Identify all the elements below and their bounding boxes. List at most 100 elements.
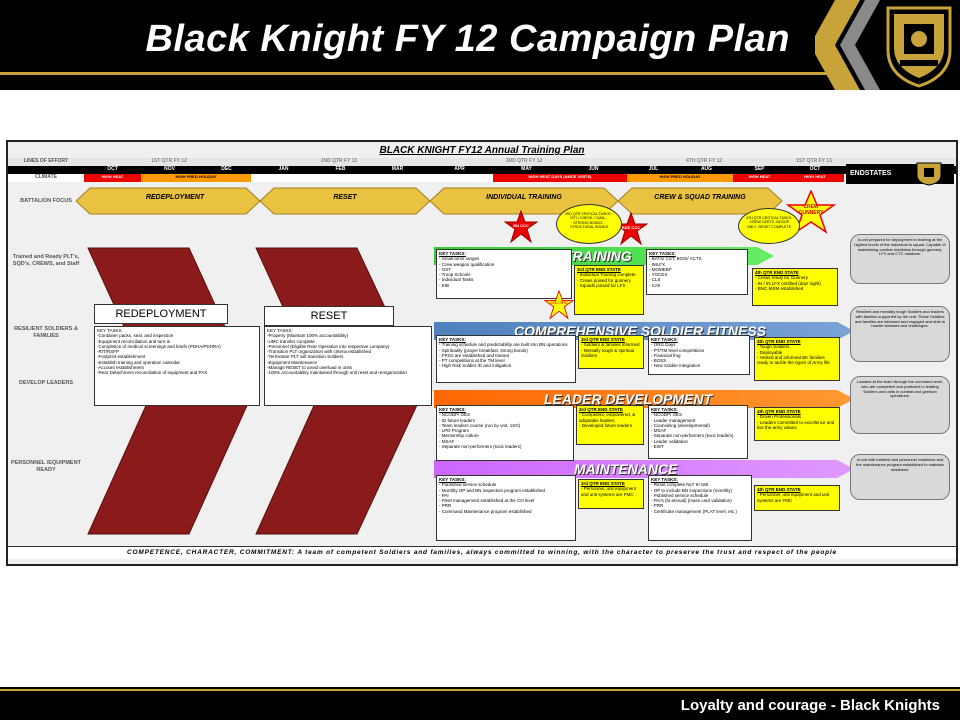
task-item: - Leader validation	[651, 438, 689, 444]
endstate-title: 4th QTR END STATE	[755, 270, 799, 275]
task-item: - Training schedule and predictability a…	[439, 342, 568, 348]
bn-ccc-label: BN CCC	[513, 223, 529, 228]
q4-critical-tasks-callout: 4TH QTR CRITICAL TASKS: -CREW CERTS -NCO…	[738, 208, 800, 244]
maintenance-band: MAINTENANCE	[434, 460, 854, 478]
quarter-label: 1ST QTR FY 12	[151, 158, 187, 164]
task-item: -Personnel (Eligible Rear Operation into…	[267, 343, 390, 349]
task-item: - FRGs are established and trained	[439, 352, 510, 358]
climate-cell: HIGH PRED HOLIDAY	[627, 174, 733, 182]
key-tasks-title: KEY TASKS:	[97, 328, 123, 333]
maintenance-q4-key-tasks: KEY TASKS: - Reset complete NLT 9+180 - …	[648, 475, 752, 541]
key-tasks-title: KEY TASKS:	[439, 407, 466, 412]
endstate-resilient: Resilient and mentally tough Soldiers an…	[850, 306, 950, 362]
key-tasks-title: KEY TASKS:	[649, 251, 676, 256]
battalion-focus-label: BATTALION FOCUS	[20, 198, 72, 204]
bn-ccc-star-icon	[504, 210, 538, 244]
task-item: - LPD Program	[439, 428, 470, 434]
key-tasks-title: KEY TASKS:	[439, 251, 466, 256]
quarter-label: 3RD QTR FY 12	[505, 158, 543, 164]
month-label: JUL	[648, 166, 659, 172]
competence-statement: COMPETENCE, CHARACTER, COMMITMENT: A tea…	[8, 546, 956, 559]
side-label-resilient: RESILIENT SOLDIERS & FAMILIES	[14, 326, 78, 339]
unit-crest-icon	[916, 162, 942, 186]
csf-q4-endstate: 4th QTR END STATE - Tough Soldiers - Dep…	[754, 337, 840, 381]
annual-training-plan: BLACK KNIGHT FY12 Annual Training Plan L…	[6, 140, 958, 566]
crew-gunnery-star-icon	[786, 190, 836, 234]
endstate-title: 3rd QTR END STATE	[577, 267, 621, 272]
task-item: - YOCEX	[649, 272, 668, 278]
month-label: NOV	[164, 166, 175, 172]
task-item: - Counseling (developmental)	[651, 422, 710, 428]
endstate-item: - Crews poised for gunnery	[577, 277, 632, 283]
task-item: -Equipment reconciliation and turn-in	[97, 338, 171, 344]
task-item: - Separate non-performers (toxic leaders…	[651, 433, 734, 439]
task-item: - Published service schedule	[651, 492, 709, 498]
task-item: -Property (Maintain 100% accountability)	[267, 333, 349, 339]
leader-development-q4-endstate: 4th QTR END STATE - Driven Professionals…	[754, 407, 840, 441]
key-tasks-title: KEY TASKS:	[267, 328, 293, 333]
endstate-item: - IN / IN LFX certified (day/ night)	[755, 280, 821, 286]
quarter-label: 2ND QTR FY 12	[320, 158, 358, 164]
task-item: - NCODP/ OES	[439, 412, 471, 418]
task-item: -Manage RESET to avoid overload in units	[267, 365, 352, 371]
climate-cell: HIGH HEAT	[786, 174, 844, 182]
endstate-item: - Personnel, unit equipment and unit sys…	[581, 486, 637, 497]
black-knight-crest-icon	[886, 6, 952, 88]
climate-cell: HIGH HEAT DAYS (AMCE VISITS)	[493, 174, 627, 182]
task-item: - Individual Tasks	[439, 277, 474, 283]
csf-key-tasks: KEY TASKS: - Training schedule and predi…	[436, 335, 576, 383]
task-item: - Mentorship culture	[439, 433, 479, 439]
chevron-decoration	[815, 0, 880, 90]
training-key-tasks: KEY TASKS: - Small arms ranges - Crew we…	[436, 249, 572, 299]
task-item: - PT/TM level competitions	[651, 347, 705, 353]
training-q3-endstate: 3rd QTR END STATE - Individual Training …	[574, 265, 644, 315]
climate-row: CLIMATE HIGH HEAT HIGH PRED HOLIDAY HIGH…	[8, 174, 956, 182]
month-label: MAR	[391, 166, 404, 172]
month-label: APR	[454, 166, 465, 172]
task-item: - Team leaders course (run by unit, 1SG)	[439, 422, 521, 428]
ctc-star-icon	[544, 290, 574, 320]
task-item: - Certificate management (PLAT level, et…	[651, 508, 737, 514]
key-tasks-title: KEY TASKS:	[651, 407, 678, 412]
redeployment-key-tasks: KEY TASKS: -Container packs, seal, and i…	[94, 326, 260, 406]
task-item: - PAI	[439, 492, 449, 498]
endstate-item: - Tough Soldiers	[757, 344, 790, 350]
endstate-title: 3rd QTR END STATE	[581, 481, 625, 486]
csf-q4-key-tasks: KEY TASKS: - ORG Days - PT/TM level comp…	[648, 335, 750, 375]
endstate-personnel: A unit with materiel and personnel readi…	[850, 454, 950, 500]
maintenance-q4-endstate: 4th QTR END STATE - Personnel, unit equi…	[754, 485, 840, 511]
task-item: - Spirituality (prayer breakfast, strong…	[439, 347, 528, 353]
key-tasks-title: KEY TASKS:	[651, 477, 678, 482]
month-row: OCT NOV DEC JAN FEB MAR APR MAY JUN JUL …	[8, 166, 956, 174]
task-item: - BATS/ CST, BOSI/ ACTS	[649, 256, 702, 262]
maintenance-q3-endstate: 3rd QTR END STATE - Personnel, unit equi…	[578, 479, 644, 509]
month-label: SEP	[754, 166, 765, 172]
month-label: AUG	[700, 166, 713, 172]
endstate-item: - Vested and informed BK families ready …	[757, 354, 830, 366]
task-item: - Reset complete NLT 9+180	[651, 482, 709, 488]
task-item: - High Risk Soldier ID and mitigation	[439, 363, 512, 369]
title-underline	[0, 72, 830, 75]
month-label: FEB	[335, 166, 346, 172]
task-item: - MSAF	[651, 428, 667, 434]
redeployment-phase-title: REDEPLOYMENT	[94, 304, 228, 324]
task-item: - OP to include BN inspections (monthly)	[651, 487, 732, 493]
plan-title: BLACK KNIGHT FY12 Annual Training Plan	[379, 145, 585, 156]
task-item: - PAI's (bi-annual) (mass card validatio…	[651, 498, 732, 504]
quarter-label: 1ST QTR FY 13	[796, 158, 832, 164]
ctc-label: CTC / RTC	[550, 301, 568, 305]
leader-development-q3-endstate: 3rd QTR END STATE - Competent, empowered…	[576, 405, 644, 445]
climate-cell: HIGH HEAT	[84, 174, 141, 182]
key-tasks-title: KEY TASKS:	[651, 337, 678, 342]
task-item: -Completion of medical screenings and br…	[97, 343, 221, 349]
task-item: -RIT/RSFP	[97, 349, 119, 355]
climate-cell: HIGH PRED HOLIDAY	[141, 174, 251, 182]
endstate-item: - BNC-MSM established	[755, 285, 804, 291]
focus-label: CREW & SQUAD TRAINING	[654, 194, 746, 201]
endstate-item: - Leaders committed to excellence and li…	[757, 419, 835, 430]
endstate-item: - Soldiers & families informed	[581, 342, 640, 348]
leader-development-key-tasks: KEY TASKS: - NCODP/ OES - ID future lead…	[436, 405, 574, 461]
task-item: - CAII	[649, 282, 661, 288]
quarter-label: 4TH QTR FY 12	[685, 158, 723, 164]
crew-gunnery-label: CREW GUNNERY	[798, 204, 824, 216]
